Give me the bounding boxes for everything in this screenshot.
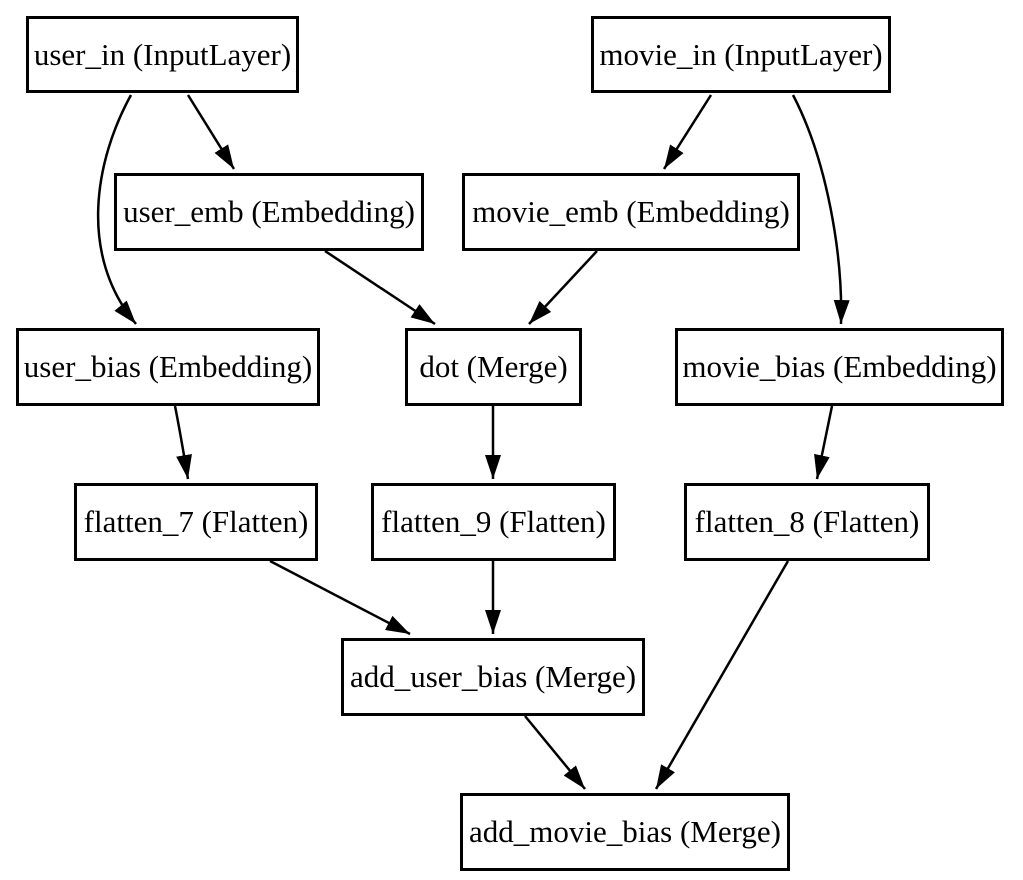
- edge-movie_in-movie_bias: [791, 94, 850, 325]
- node-flatten-7: flatten_7 (Flatten): [74, 483, 318, 561]
- node-add-movie-bias: add_movie_bias (Merge): [460, 793, 790, 871]
- node-user-bias: user_bias (Embedding): [16, 328, 320, 406]
- edge-movie_in-movie_emb: [662, 94, 713, 170]
- node-dot: dot (Merge): [405, 328, 582, 406]
- node-flatten-8: flatten_8 (Flatten): [684, 483, 930, 561]
- edge-user_emb-dot: [324, 249, 436, 326]
- node-user-emb: user_emb (Embedding): [114, 173, 424, 251]
- node-movie-emb: movie_emb (Embedding): [462, 173, 800, 251]
- node-add-user-bias: add_user_bias (Merge): [341, 638, 645, 716]
- node-user-in: user_in (InputLayer): [26, 16, 299, 93]
- edge-movie_bias-flatten_8: [814, 405, 834, 480]
- edge-flatten_7-add_user_bias: [269, 559, 411, 636]
- node-flatten-9: flatten_9 (Flatten): [371, 483, 616, 561]
- edge-user_in-user_bias: [96, 94, 137, 325]
- node-movie-bias: movie_bias (Embedding): [675, 328, 1004, 406]
- edge-add_user_bias-add_movie_bias: [524, 715, 586, 790]
- edge-user_in-user_emb: [186, 94, 236, 170]
- edge-flatten_8-add_movie_bias: [654, 560, 790, 790]
- node-movie-in: movie_in (InputLayer): [591, 16, 891, 93]
- edge-movie_emb-dot: [528, 250, 598, 325]
- edge-user_bias-flatten_7: [173, 405, 192, 480]
